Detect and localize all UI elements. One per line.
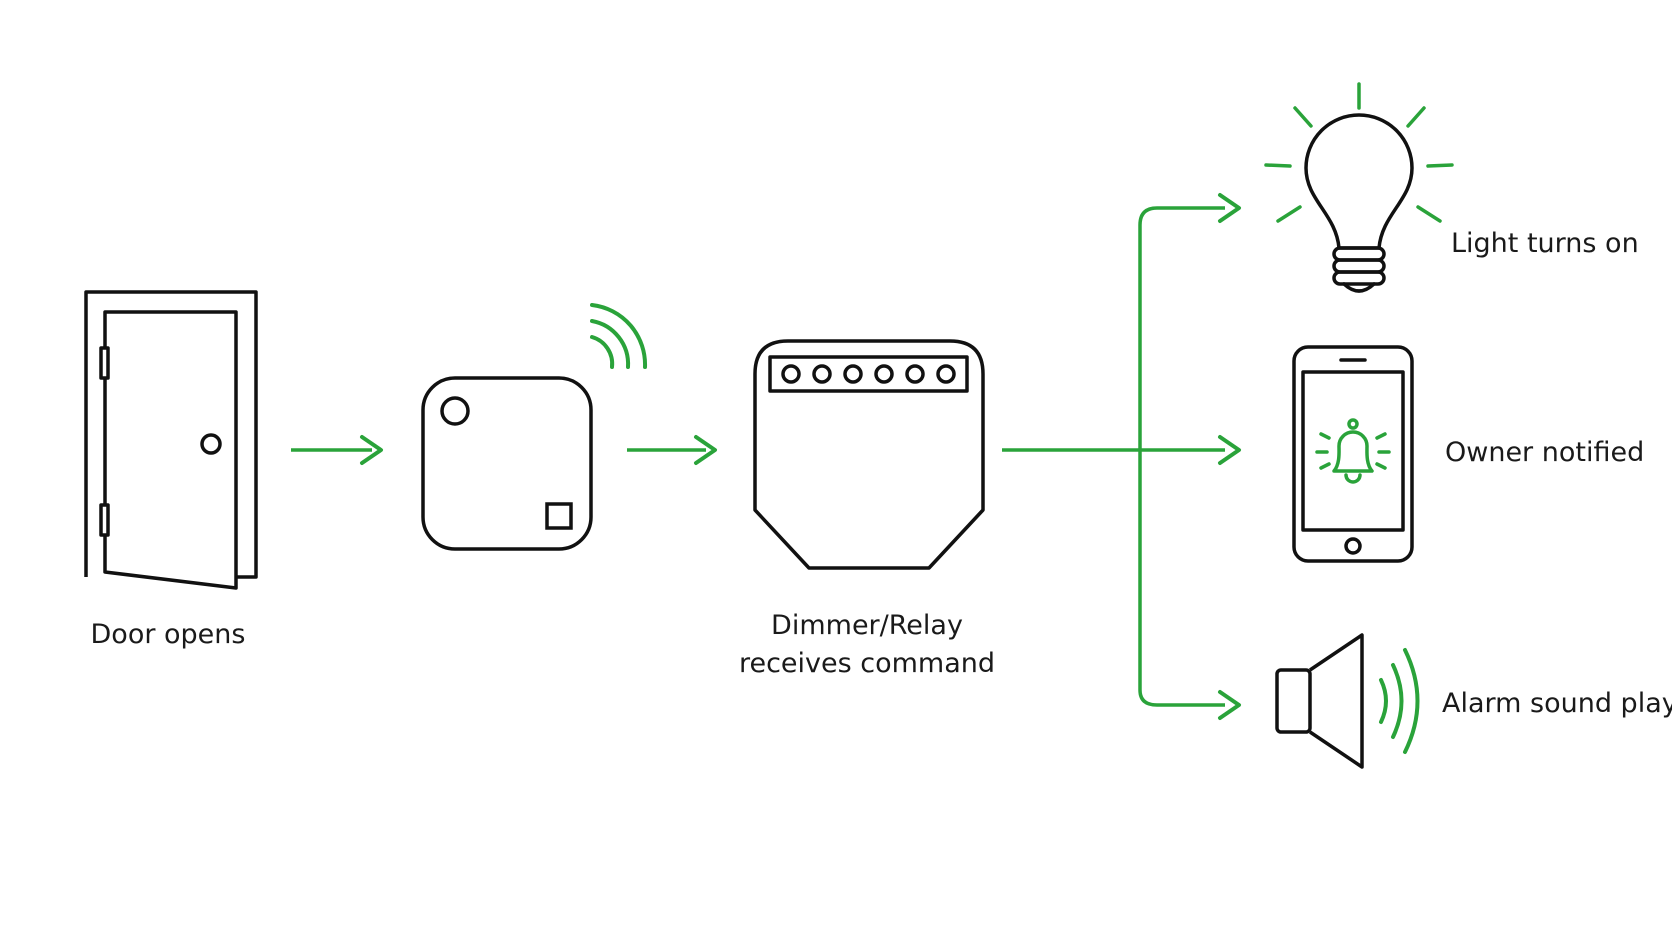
- speaker-icon: [1275, 633, 1420, 769]
- lightbulb-icon: [1264, 82, 1454, 293]
- wireless-sensor-icon: [421, 376, 593, 551]
- wireless-signal-icon: [590, 303, 648, 369]
- relay-module-icon: [753, 339, 985, 570]
- door-label: Door opens: [91, 619, 246, 650]
- door-icon: [84, 290, 258, 590]
- smartphone-bell-icon: [1292, 345, 1414, 563]
- phone-label: Owner notified: [1445, 437, 1644, 468]
- speaker-label: Alarm sound plays: [1442, 688, 1672, 719]
- relay-label-line1: Dimmer/Relay: [771, 610, 963, 641]
- arrowheads: [1218, 193, 1241, 720]
- arrow-sensor-to-relay: [627, 435, 717, 465]
- light-label: Light turns on: [1451, 228, 1639, 259]
- arrow-door-to-sensor: [291, 435, 383, 465]
- branch-connector: [1002, 206, 1225, 707]
- relay-label-line2: receives command: [739, 648, 995, 679]
